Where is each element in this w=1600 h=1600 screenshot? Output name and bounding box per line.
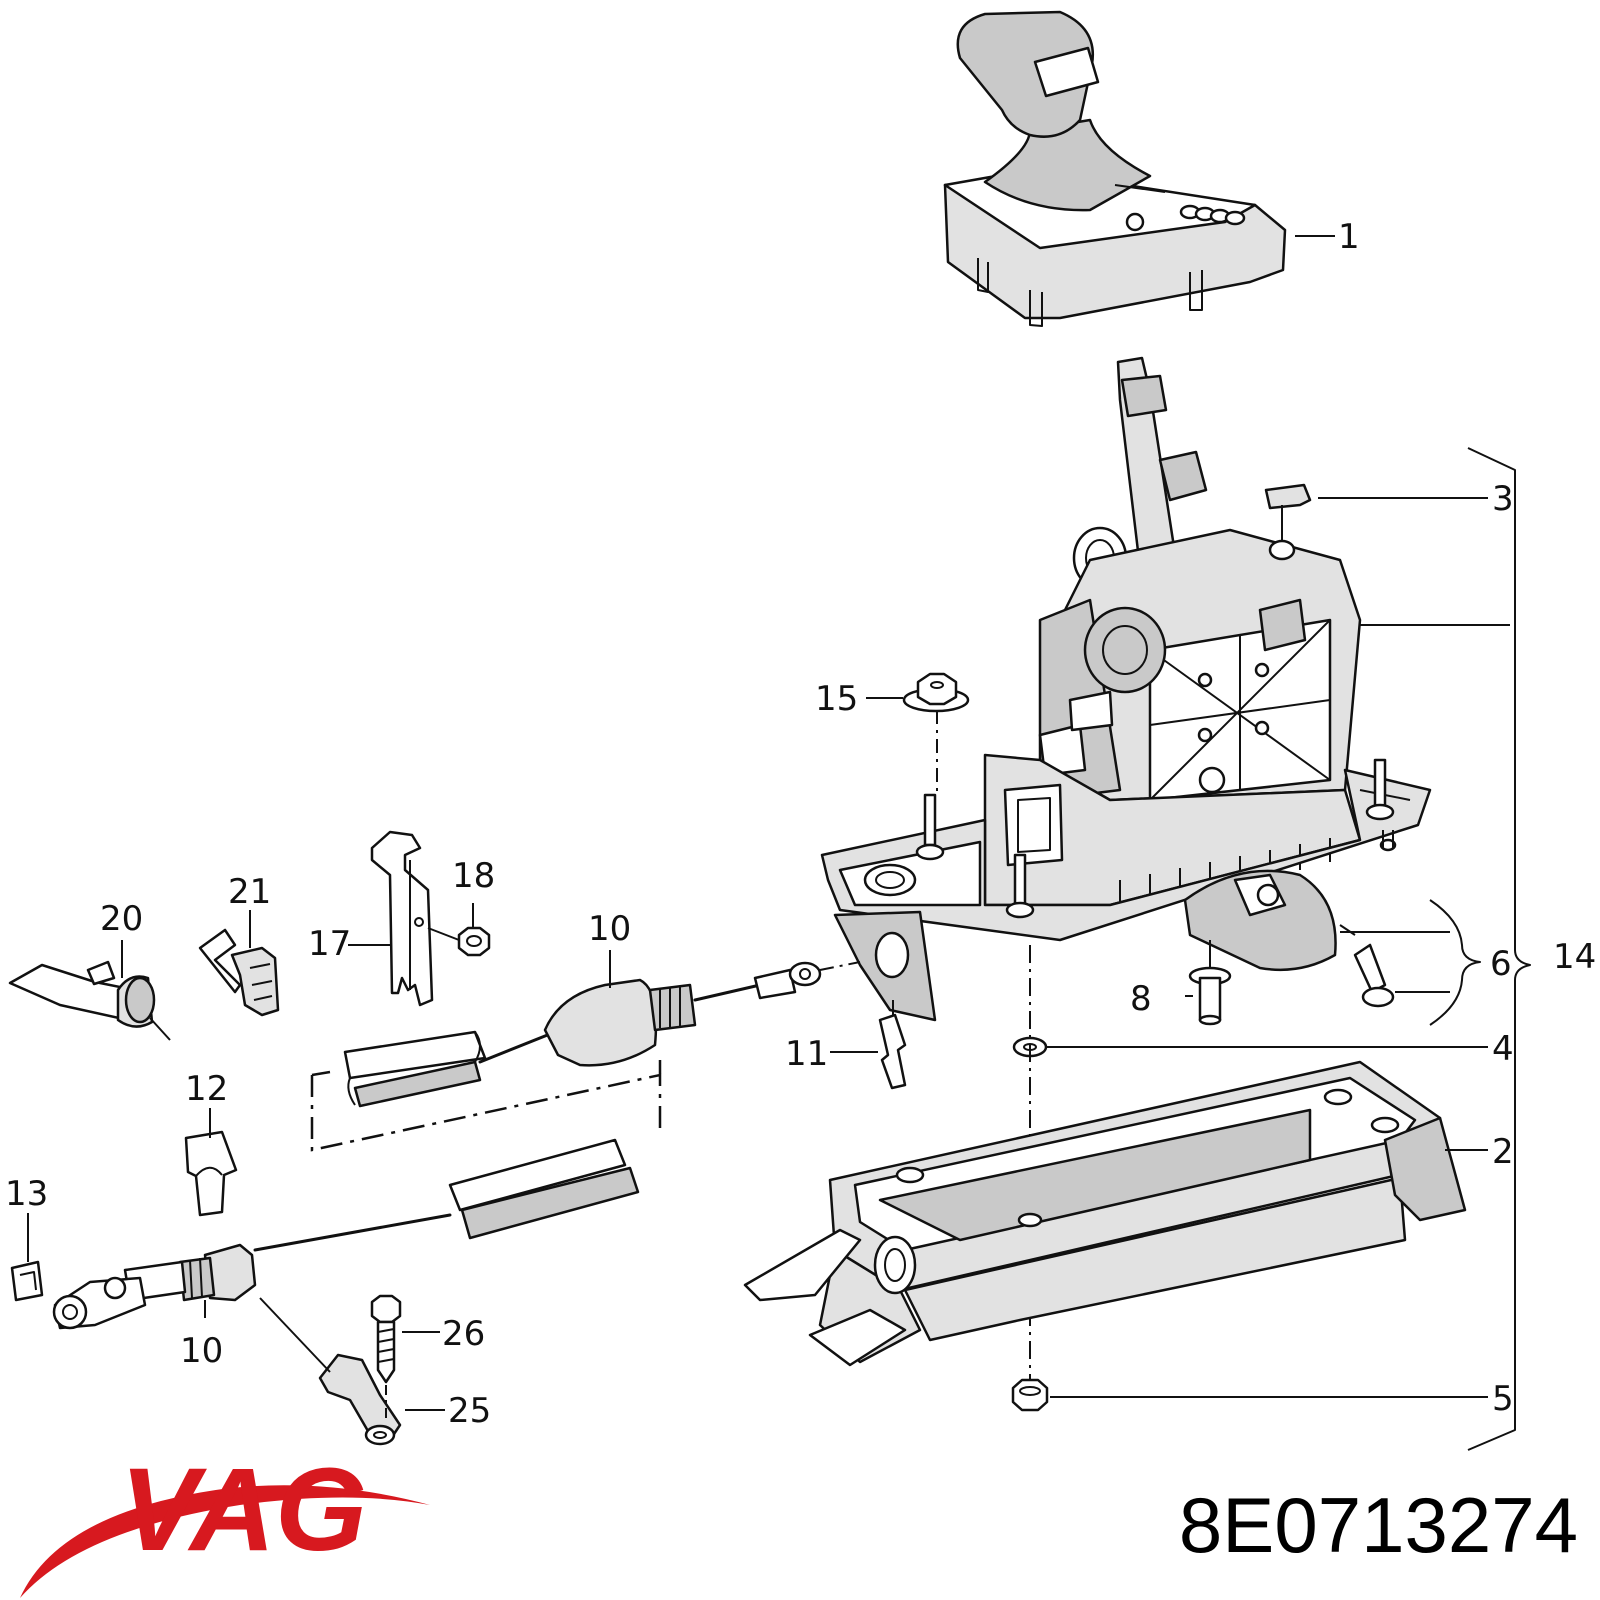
screw-part[interactable]	[1339, 924, 1395, 1008]
selector-cable-lower-part[interactable]	[52, 1138, 640, 1330]
cable-holder-20-part[interactable]	[8, 960, 171, 1041]
bracket-25-part[interactable]	[318, 1353, 402, 1446]
callout-labels: 1 3 15 6 14 8 4 2 5 11 10 17 18 20 21 12…	[5, 217, 1596, 1431]
callout-5: 5	[1492, 1379, 1514, 1419]
callout-1: 1	[1338, 217, 1360, 257]
spring-clip-11-part[interactable]	[878, 1000, 907, 1090]
cable-holder-21-part[interactable]	[198, 928, 280, 1017]
callout-3: 3	[1492, 479, 1514, 519]
callout-8: 8	[1130, 979, 1152, 1019]
leader-lines	[27, 235, 1531, 1451]
nut-part[interactable]	[1011, 1378, 1049, 1412]
callout-25: 25	[448, 1391, 491, 1431]
callout-20: 20	[100, 899, 143, 939]
callout-15: 15	[815, 679, 858, 719]
callout-4: 4	[1492, 1029, 1514, 1069]
pin-part[interactable]	[1188, 940, 1232, 1026]
callout-2: 2	[1492, 1132, 1514, 1172]
shift-knob-cover-part[interactable]	[943, 10, 1287, 327]
callout-13: 13	[5, 1174, 48, 1214]
callout-17: 17	[308, 924, 351, 964]
callout-26: 26	[442, 1314, 485, 1354]
flange-nut-part[interactable]	[902, 672, 970, 713]
vag-logo: VAG	[20, 1444, 430, 1598]
selector-mechanism-part[interactable]	[820, 356, 1432, 1022]
callout-11: 11	[785, 1034, 828, 1074]
selector-cable-upper-part[interactable]	[343, 961, 861, 1108]
callout-21: 21	[228, 872, 271, 912]
callout-10-lower: 10	[180, 1331, 223, 1371]
bolt-26-part[interactable]	[370, 1294, 402, 1420]
callout-10-upper: 10	[588, 909, 631, 949]
retaining-clip-part[interactable]	[1264, 483, 1312, 561]
nut-18-part[interactable]	[457, 926, 491, 957]
callout-6: 6	[1490, 944, 1512, 984]
callout-12: 12	[185, 1069, 228, 1109]
part-number: 8E0713274	[1179, 1481, 1578, 1569]
cable-clip-12-part[interactable]	[184, 1130, 238, 1217]
callout-14: 14	[1553, 937, 1596, 977]
logo-swoosh	[20, 1485, 430, 1598]
callout-18: 18	[452, 856, 495, 896]
lower-housing-part[interactable]	[743, 1060, 1467, 1367]
cable-clip-13-part[interactable]	[10, 1260, 44, 1302]
bracket-17-part[interactable]	[370, 830, 434, 1007]
vag-logo-text: VAG	[120, 1444, 367, 1576]
